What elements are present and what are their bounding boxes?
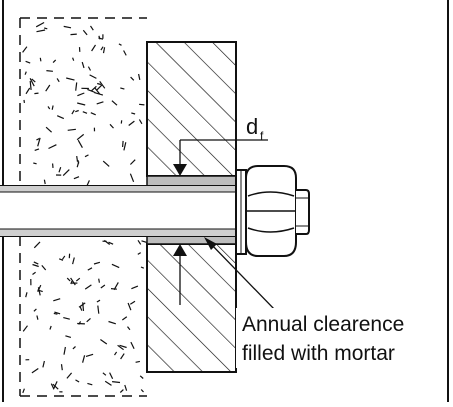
concrete-speck <box>99 279 100 283</box>
hex-nut <box>246 166 296 256</box>
concrete-speck <box>83 302 84 311</box>
concrete-speck <box>62 364 63 370</box>
concrete-speck <box>77 156 78 162</box>
concrete-speck <box>139 104 144 105</box>
dimension-symbol: d <box>246 114 258 139</box>
concrete-speck <box>40 58 41 62</box>
concrete-speck <box>44 28 47 29</box>
washer <box>236 170 246 254</box>
concrete-speck <box>34 93 38 94</box>
rod-end <box>296 190 309 234</box>
concrete-speck <box>46 71 53 72</box>
concrete-speck <box>123 141 124 147</box>
annotation-line-2: filled with mortar <box>242 342 395 365</box>
concrete-speck <box>78 160 79 164</box>
annotation-line-1: Annual clearence <box>242 313 404 336</box>
concrete-speck <box>71 34 77 35</box>
concrete-speck <box>44 180 45 184</box>
concrete-speck <box>54 313 58 314</box>
anchor-rod <box>0 186 236 236</box>
concrete-speck <box>33 163 36 164</box>
